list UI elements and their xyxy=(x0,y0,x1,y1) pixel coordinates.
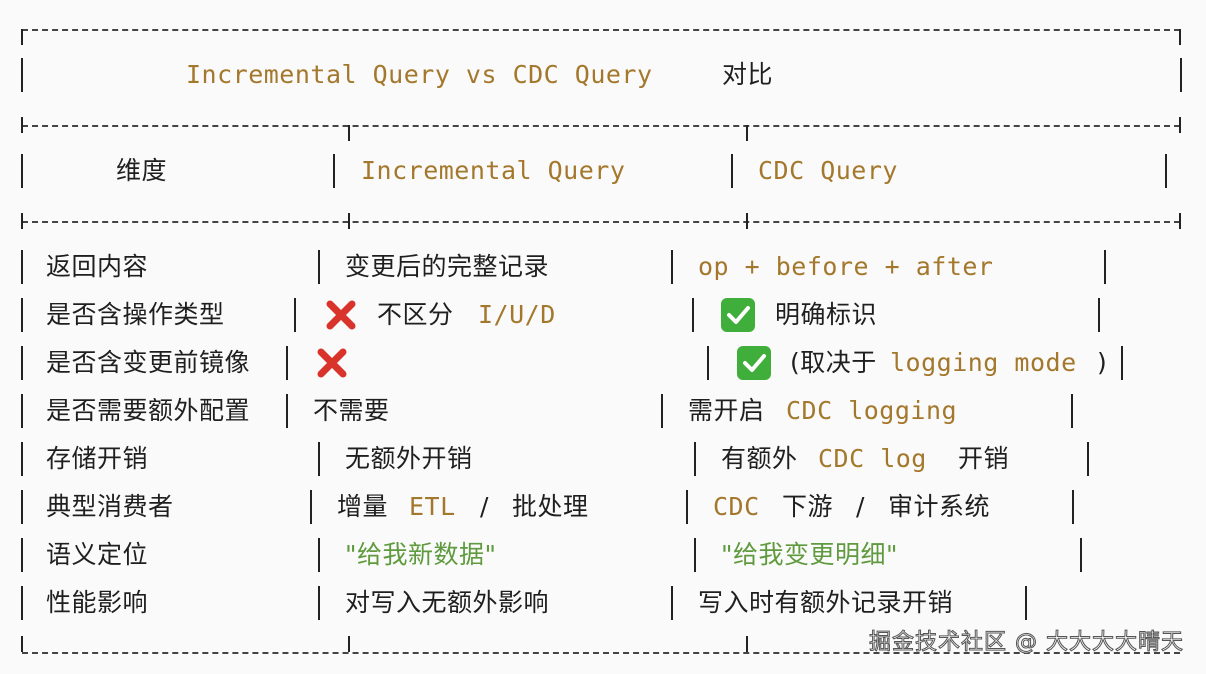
row-inc-code: I/U/D xyxy=(478,300,556,329)
row-dim: 是否需要额外配置 xyxy=(46,396,251,425)
row-cdc-text2: 审计系统 xyxy=(888,492,991,521)
row-dim: 是否含操作类型 xyxy=(46,300,225,329)
row-dim: 是否含变更前镜像 xyxy=(46,348,251,377)
row-cdc-text1: 有额外 xyxy=(721,444,798,473)
row-inc-text2: 批处理 xyxy=(512,492,589,521)
row-cdc-paren-open: (取决于 xyxy=(790,348,877,377)
row-cdc: op + before + after xyxy=(698,252,994,281)
row-dim: 存储开销 xyxy=(46,444,149,473)
header-divider xyxy=(22,221,1180,223)
check-mark-icon xyxy=(721,298,755,332)
row-inc: 无额外开销 xyxy=(345,444,473,473)
row-dim: 语义定位 xyxy=(46,540,149,569)
top-border xyxy=(22,29,1180,31)
row-cdc-sep: / xyxy=(856,492,865,521)
cross-mark-icon xyxy=(317,348,347,378)
check-mark-icon xyxy=(737,346,771,380)
row-inc-code: ETL xyxy=(409,492,456,521)
cross-mark-icon xyxy=(326,300,356,330)
bottom-border xyxy=(22,652,1180,654)
row-inc-sep: / xyxy=(480,492,489,521)
row-cdc-text1: 下游 xyxy=(782,492,834,521)
title-divider xyxy=(22,125,1180,127)
row-cdc-code: CDC logging xyxy=(786,396,958,425)
row-inc: 不需要 xyxy=(313,396,390,425)
row-inc: 对写入无额外影响 xyxy=(345,588,550,617)
row-cdc-text: 明确标识 xyxy=(775,300,878,329)
row-cdc-code: CDC log xyxy=(818,444,927,473)
row-cdc-text2: 开销 xyxy=(958,444,1010,473)
row-inc-text1: 增量 xyxy=(337,492,389,521)
row-cdc: 写入时有额外记录开销 xyxy=(698,588,954,617)
row-dim: 典型消费者 xyxy=(46,492,174,521)
row-dim: 返回内容 xyxy=(46,252,149,281)
row-cdc-paren-close: ) xyxy=(1097,348,1108,377)
header-cdc: CDC Query xyxy=(758,156,898,185)
watermark: 掘金技术社区 @ 大大大大晴天 xyxy=(869,630,1184,656)
header-incremental: Incremental Query xyxy=(361,156,626,185)
row-dim: 性能影响 xyxy=(46,588,149,617)
header-dimension: 维度 xyxy=(116,156,168,185)
row-cdc-code: logging mode xyxy=(890,348,1077,377)
row-cdc-text: 需开启 xyxy=(688,396,765,425)
row-cdc: "给我变更明细" xyxy=(721,540,898,569)
row-inc: "给我新数据" xyxy=(345,540,497,569)
row-inc: 变更后的完整记录 xyxy=(345,252,550,281)
row-inc-text: 不区分 xyxy=(377,300,454,329)
title-suffix: 对比 xyxy=(722,60,774,89)
title-text: Incremental Query vs CDC Query xyxy=(186,60,653,89)
row-cdc-code: CDC xyxy=(713,492,760,521)
